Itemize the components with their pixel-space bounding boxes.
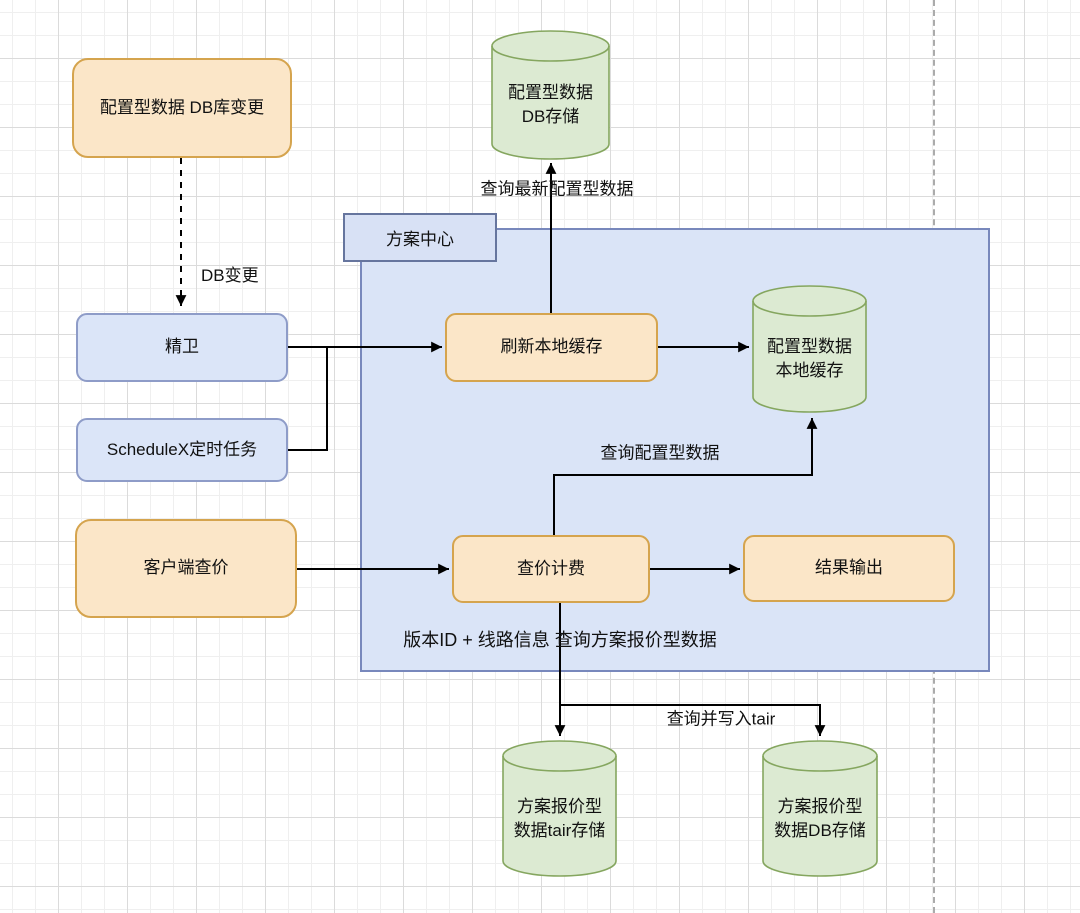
edge-label-query-latest-config: 查询最新配置型数据 <box>480 179 634 199</box>
cylinder-icon <box>752 285 867 413</box>
node-quote-db-store-line1: 方案报价型 <box>777 796 863 816</box>
node-refresh-cache: 刷新本地缓存 <box>445 313 658 382</box>
node-tair-store-line2: 数据tair存储 <box>513 820 606 840</box>
node-quote-db-store: 方案报价型 数据DB存储 <box>762 740 878 877</box>
node-refresh-cache-label: 刷新本地缓存 <box>500 337 603 357</box>
node-jingwei-label: 精卫 <box>165 337 199 357</box>
node-client-query: 客户端查价 <box>75 519 297 618</box>
node-schedulex: ScheduleX定时任务 <box>76 418 288 482</box>
node-local-cache-line2: 本地缓存 <box>775 361 844 380</box>
container-title-label: 方案中心 <box>386 230 454 249</box>
node-result-output: 结果输出 <box>743 535 955 602</box>
cylinder-icon <box>502 740 617 877</box>
edge-label-db-change: DB变更 <box>201 266 259 285</box>
node-result-output-label: 结果输出 <box>815 558 883 578</box>
node-config-db-store: 配置型数据 DB存储 <box>491 30 610 160</box>
cylinder-icon <box>762 740 878 877</box>
node-config-db-store-line1: 配置型数据 <box>508 83 593 103</box>
node-config-db-store-line2: DB存储 <box>521 107 580 126</box>
container-title: 方案中心 <box>343 213 497 262</box>
node-jingwei: 精卫 <box>76 313 288 382</box>
node-config-db-change-label: 配置型数据 DB库变更 <box>99 97 265 117</box>
node-schedulex-label: ScheduleX定时任务 <box>106 439 258 459</box>
node-tair-store: 方案报价型 数据tair存储 <box>502 740 617 877</box>
node-price-calc-label: 查价计费 <box>517 558 585 578</box>
node-config-db-change: 配置型数据 DB库变更 <box>72 58 292 158</box>
cylinder-icon <box>491 30 610 160</box>
node-local-cache-line1: 配置型数据 <box>767 337 852 357</box>
edge-label-query-write-tair: 查询并写入tair <box>666 709 776 729</box>
edge-schedulex-join <box>288 347 328 451</box>
edge-label-version-info: 版本ID + 线路信息 查询方案报价型数据 <box>403 630 717 650</box>
edge-label-query-config: 查询配置型数据 <box>600 443 720 463</box>
node-client-query-label: 客户端查价 <box>143 558 229 578</box>
node-quote-db-store-line2: 数据DB存储 <box>774 820 866 840</box>
node-price-calc: 查价计费 <box>452 535 650 603</box>
node-tair-store-line1: 方案报价型 <box>517 796 602 816</box>
node-local-cache: 配置型数据 本地缓存 <box>752 285 867 413</box>
